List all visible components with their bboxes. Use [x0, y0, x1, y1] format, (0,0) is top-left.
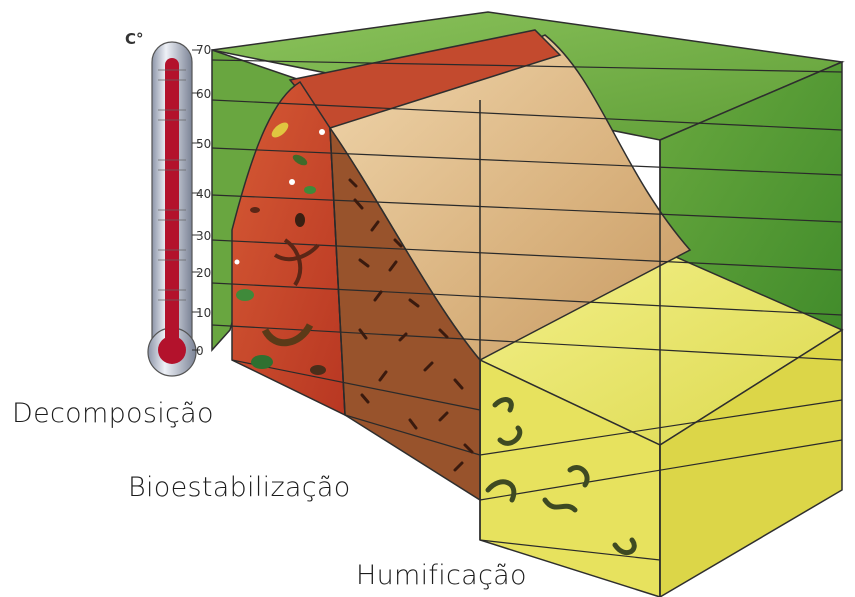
thermometer-tick-0: 0: [196, 344, 204, 358]
thermometer-tick-40: 40: [196, 187, 211, 201]
thermometer-tick-60: 60: [196, 87, 211, 101]
thermometer-tick-50: 50: [196, 137, 211, 151]
thermometer-tick-10: 10: [196, 306, 211, 320]
thermometer-tick-20: 20: [196, 266, 211, 280]
bioestabilization-stage-label: Bioestabilização: [128, 472, 351, 503]
humification-stage-label: Humificação: [356, 560, 527, 591]
thermometer-icon: 70 60 50 40 30 20 10 0: [148, 42, 211, 376]
thermometer-tick-30: 30: [196, 229, 211, 243]
temperature-unit-label: C°: [125, 30, 144, 48]
decomposition-stage-label: Decomposição: [12, 398, 214, 429]
thermometer-tick-70: 70: [196, 43, 211, 57]
